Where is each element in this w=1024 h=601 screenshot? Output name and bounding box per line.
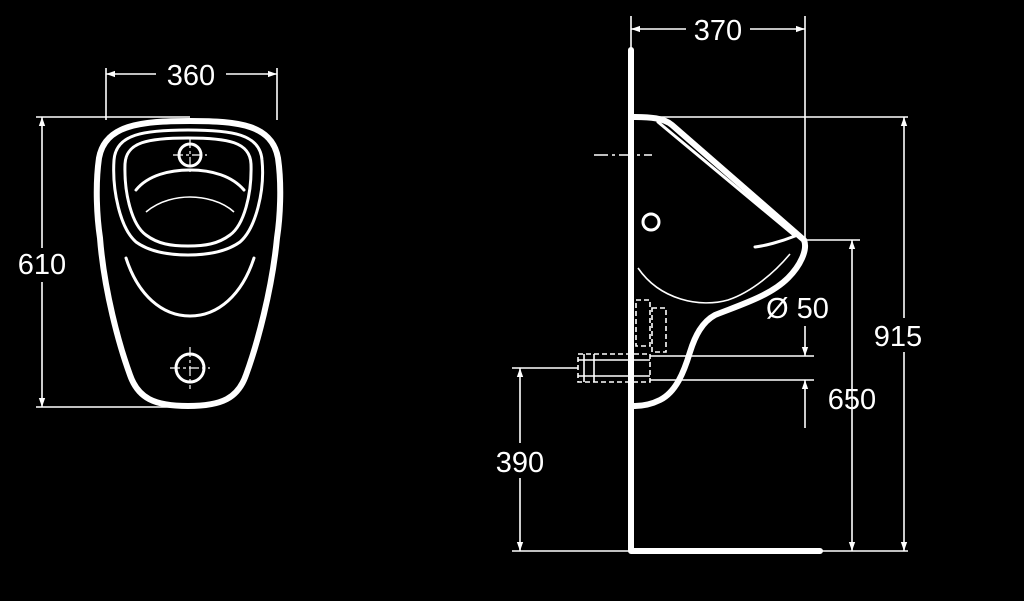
height-label: 610 bbox=[18, 249, 66, 281]
diameter-label: Ø 50 bbox=[766, 293, 829, 325]
dimension-width-360: 360 bbox=[105, 60, 278, 120]
dimension-depth-370: 370 bbox=[630, 15, 806, 240]
side-inlet-icon bbox=[641, 212, 661, 232]
dimension-height-915: 915 bbox=[652, 116, 922, 552]
dimension-height-650: 650 bbox=[806, 239, 876, 551]
total-height-label: 915 bbox=[874, 321, 922, 353]
depth-label: 370 bbox=[694, 15, 742, 47]
bowl-inner-curve bbox=[637, 253, 791, 304]
width-label: 360 bbox=[167, 60, 215, 92]
front-view: 360 610 bbox=[18, 60, 284, 409]
wall bbox=[628, 47, 823, 554]
side-view: 370 915 650 Ø 50 bbox=[496, 15, 922, 554]
urinal-front-outline bbox=[93, 118, 284, 409]
outlet-connection-icon bbox=[170, 347, 210, 389]
dimension-height-610: 610 bbox=[18, 116, 190, 408]
bowl-rim bbox=[112, 128, 265, 257]
bowl-inner bbox=[123, 136, 253, 248]
dimension-height-390: 390 bbox=[496, 367, 630, 552]
inlet-connection-icon bbox=[173, 138, 207, 172]
rim-height-label: 650 bbox=[828, 384, 876, 416]
outlet-height-label: 390 bbox=[496, 447, 544, 479]
dimension-diameter-50: Ø 50 bbox=[650, 293, 829, 428]
siphon-trap bbox=[577, 299, 667, 383]
urinal-side-profile bbox=[631, 114, 808, 409]
body-contour-curve bbox=[124, 256, 256, 318]
urinal-side-inner-line bbox=[656, 120, 797, 249]
bowl-shelf bbox=[145, 196, 235, 213]
bowl-back bbox=[134, 168, 246, 192]
